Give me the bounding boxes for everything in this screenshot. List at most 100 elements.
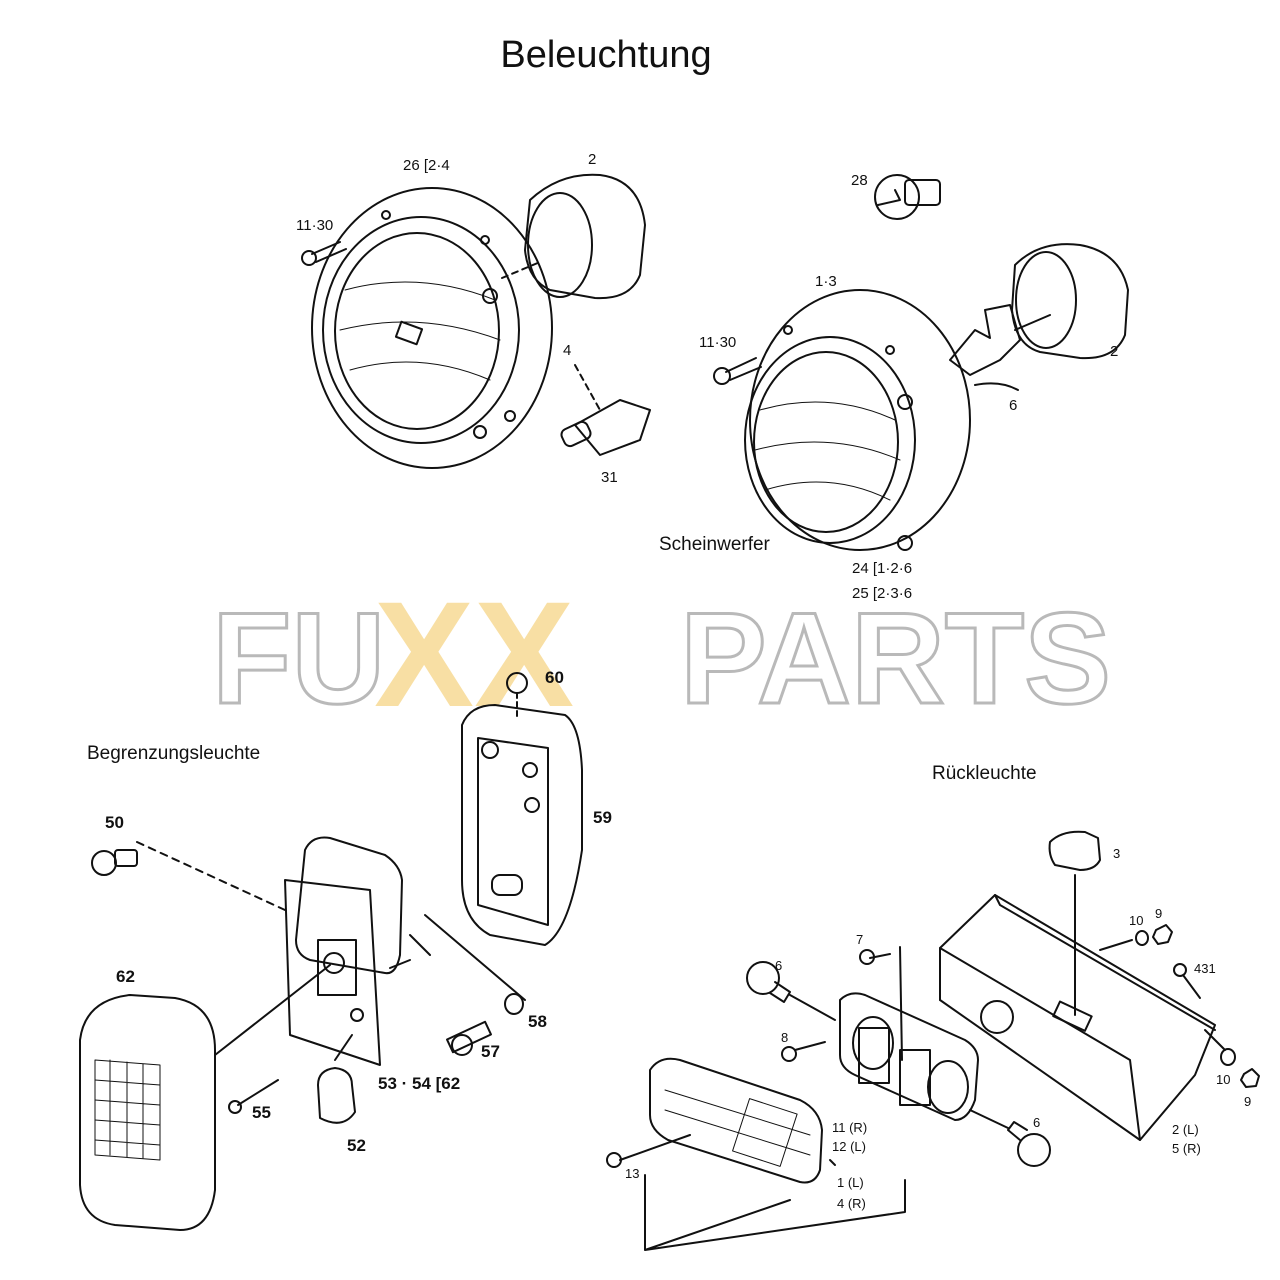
spring-clip-6-wire — [974, 382, 1019, 391]
washer-10 — [1135, 930, 1149, 946]
housing-boss — [491, 874, 523, 896]
callout-25: 25 [2·3·6 — [852, 585, 913, 602]
tail-lamp-socket — [852, 1016, 894, 1070]
fuxxparts-watermark: FU XX PARTS — [211, 570, 1113, 738]
callout-59: 59 — [593, 808, 612, 827]
tail-lens — [649, 1057, 823, 1184]
leader-line — [389, 959, 411, 969]
parking-bulb-28-filament — [877, 189, 901, 206]
washer-58 — [504, 993, 524, 1015]
section-label-tail-light: Rückleuchte — [932, 763, 1037, 784]
tail-light — [606, 830, 1260, 1251]
callout-50: 50 — [105, 813, 124, 832]
leader-line — [1204, 1029, 1226, 1051]
leader-line — [789, 994, 836, 1021]
callout-2-l: 2 (L) — [1172, 1122, 1199, 1137]
callout-1-3: 1·3 — [815, 273, 837, 290]
callout-10-lower: 10 — [1216, 1072, 1231, 1087]
rim-hole — [885, 345, 895, 355]
adjust-screw — [473, 425, 487, 439]
parking-bulb-28 — [874, 174, 920, 220]
h4-bulb-glass — [560, 420, 592, 448]
headlight-right-housing-opening — [1015, 251, 1077, 349]
callout-60: 60 — [545, 668, 564, 687]
adjust-screw — [504, 410, 516, 422]
leader-line — [829, 1159, 836, 1166]
headlight-right-rim — [749, 289, 971, 551]
tail-lamp-socket — [927, 1060, 969, 1114]
screw-431 — [1182, 974, 1201, 999]
callout-11-30: 11·30 — [296, 217, 334, 234]
callout-53-54: 53 · 54 [62 — [378, 1074, 461, 1093]
marker-lens-62-window — [94, 1059, 161, 1161]
callout-431: 431 — [1194, 961, 1216, 976]
rim-hole — [480, 235, 490, 245]
headlight-right-housing — [1011, 243, 1129, 360]
bulb-7-base — [869, 953, 891, 959]
callout-58: 58 — [528, 1012, 547, 1031]
bulb-6-base — [769, 981, 791, 1003]
leader-line — [1014, 314, 1051, 331]
headlight-left-housing-opening — [527, 192, 593, 298]
housing-hole — [522, 762, 538, 778]
tail-lamp-contact — [899, 1049, 931, 1106]
callout-13: 13 — [625, 1166, 640, 1181]
bulb-52 — [317, 1067, 356, 1124]
callout-4-r: 4 (R) — [837, 1196, 866, 1211]
leader-line — [1099, 939, 1133, 951]
marker-light — [79, 672, 583, 1231]
screw-431-head — [1173, 963, 1187, 977]
adjust-screw — [482, 288, 498, 304]
adjust-screw — [897, 535, 913, 551]
callout-57: 57 — [481, 1042, 500, 1061]
spring-clip-6 — [949, 304, 1021, 376]
screw-55 — [237, 1079, 279, 1106]
screw-55-head — [228, 1100, 242, 1114]
callout-3: 3 — [1113, 846, 1121, 861]
headlight-right-lens — [753, 351, 899, 533]
bulb-6 — [746, 961, 780, 995]
marker-socket — [317, 939, 357, 996]
screw-11-30-head — [713, 367, 731, 385]
callout-12-l: 12 (L) — [832, 1139, 866, 1154]
leader-line — [969, 1109, 1009, 1129]
bulb-6-lower-base — [1007, 1121, 1028, 1141]
leader-line — [334, 1034, 353, 1061]
callout-26: 26 [2·4 — [403, 157, 450, 174]
leader-line — [136, 841, 286, 911]
callout-62: 62 — [116, 967, 135, 986]
headlight-left-lens — [334, 232, 500, 430]
leader-line — [574, 364, 601, 411]
page-title: Beleuchtung — [500, 34, 712, 76]
callout-2-right: 2 — [1110, 343, 1119, 360]
screw-11-30-shaft — [311, 241, 347, 263]
leader-line — [214, 964, 331, 1056]
screw-11-30-head — [301, 250, 317, 266]
marker-housing-59-inner — [477, 737, 549, 926]
callout-1-l: 1 (L) — [837, 1175, 864, 1190]
callout-11-30-right: 11·30 — [699, 334, 737, 351]
marker-base-53-54 — [295, 836, 403, 975]
nut-9-lower — [1240, 1068, 1260, 1088]
headlight-right-lens-outer — [744, 336, 916, 544]
marker-lens-62-grid — [94, 1059, 161, 1159]
marker-socket-plate — [284, 879, 381, 1066]
nut-9 — [1152, 924, 1173, 945]
rim-hole — [381, 210, 391, 220]
plate-lamp-3 — [1048, 830, 1101, 871]
callout-11-r: 11 (R) — [832, 1120, 868, 1135]
headlight-left — [301, 173, 651, 469]
headlight-right — [713, 174, 1129, 551]
bracket-hole — [980, 1000, 1014, 1034]
housing-hole — [481, 741, 499, 759]
leader-line — [501, 261, 541, 279]
callout-2: 2 — [588, 151, 597, 168]
callout-5-r: 5 (R) — [1172, 1141, 1201, 1156]
leader-line — [899, 946, 903, 1061]
section-label-marker-light: Begrenzungsleuchte — [87, 743, 261, 764]
screw-13-head — [606, 1152, 622, 1168]
section-label-headlight: Scheinwerfer — [659, 534, 770, 555]
callout-24: 24 [1·2·6 — [852, 560, 913, 577]
